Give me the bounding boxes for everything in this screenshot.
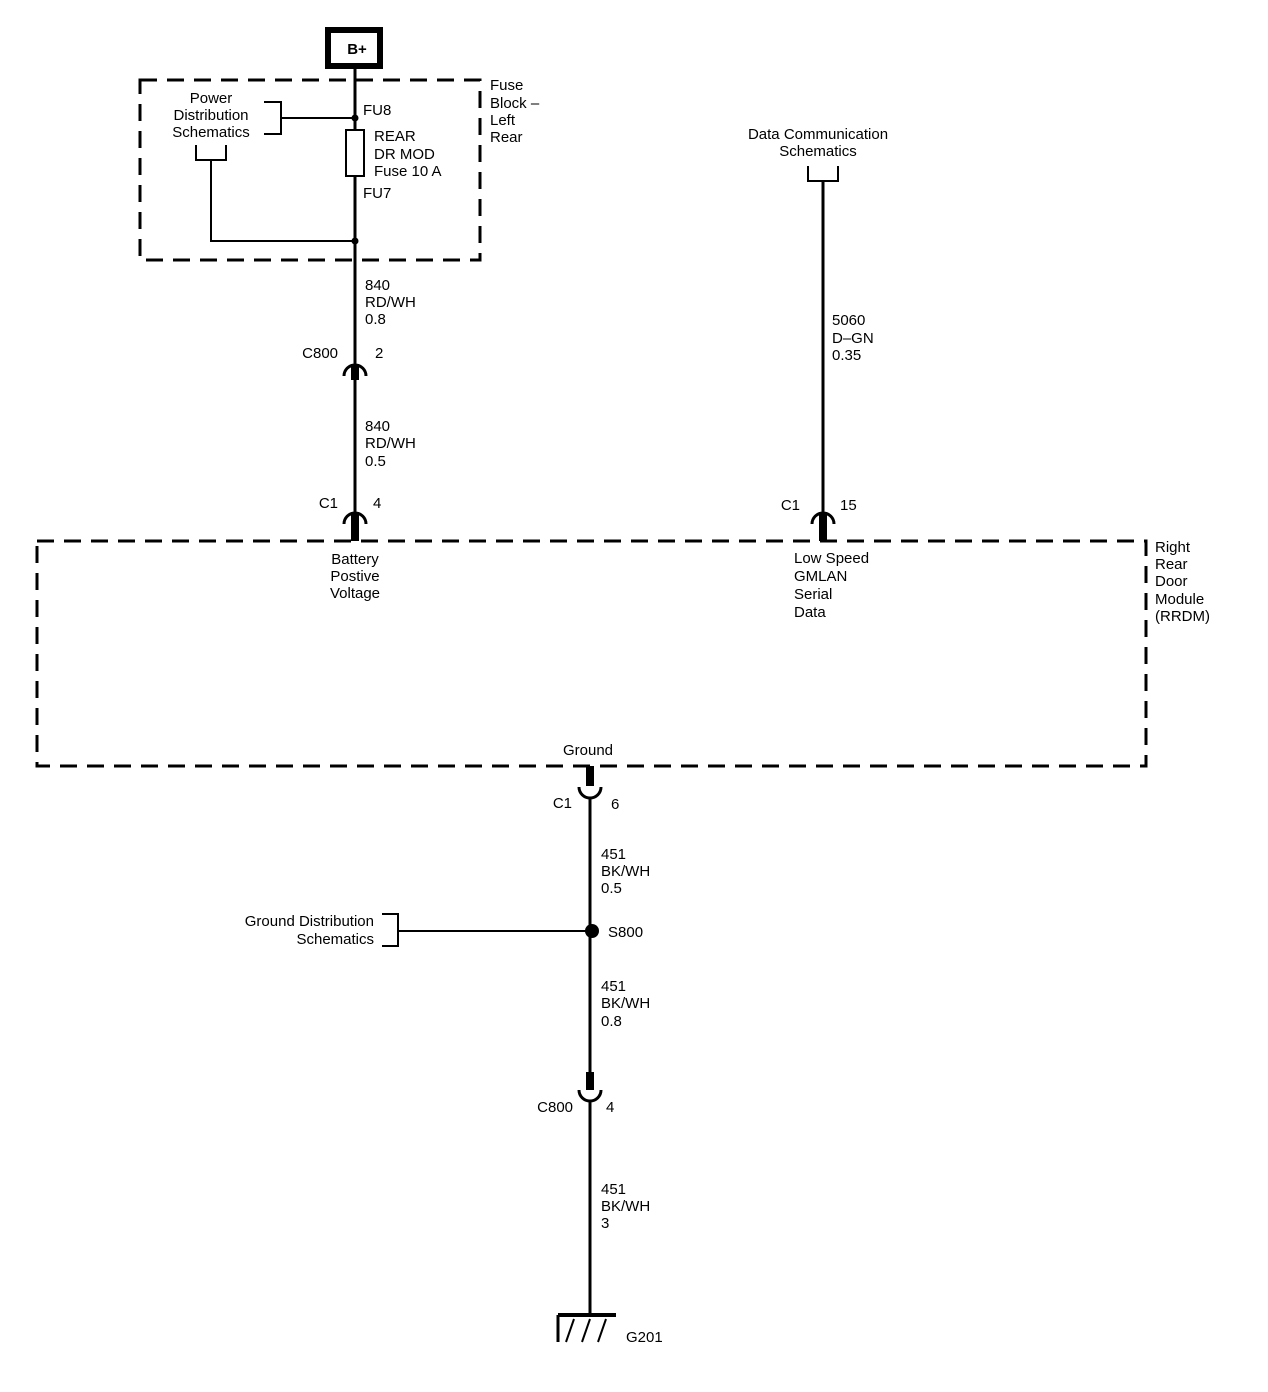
svg-text:Fuse: Fuse	[490, 77, 523, 94]
ground-symbol	[556, 1313, 616, 1343]
svg-text:0.8: 0.8	[601, 1013, 622, 1030]
svg-text:Module: Module	[1155, 591, 1204, 608]
svg-text:Serial: Serial	[794, 586, 832, 603]
svg-text:Rear: Rear	[490, 129, 523, 146]
svg-text:15: 15	[840, 497, 857, 514]
svg-text:C1: C1	[553, 795, 572, 812]
fuse-input-terminal: FU8	[363, 102, 391, 119]
wire-ground-2-label: 451 BK/WH 0.8	[601, 978, 650, 1030]
svg-text:Low Speed: Low Speed	[794, 550, 869, 567]
svg-text:451: 451	[601, 1181, 626, 1198]
svg-text:Block –: Block –	[490, 95, 540, 112]
power-distribution-bracket-right	[264, 101, 282, 135]
svg-text:D–GN: D–GN	[832, 330, 874, 347]
fuse-output-terminal: FU7	[363, 185, 391, 202]
wire-battery-upper-label: 840 RD/WH 0.8	[365, 277, 416, 328]
svg-text:Door: Door	[1155, 573, 1188, 590]
svg-text:DR MOD: DR MOD	[374, 146, 435, 163]
svg-text:C1: C1	[781, 497, 800, 514]
svg-text:Data: Data	[794, 604, 826, 621]
ground-distribution-bracket	[382, 913, 399, 947]
module-name: Right Rear Door Module (RRDM)	[1155, 539, 1210, 625]
svg-text:GMLAN: GMLAN	[794, 568, 847, 585]
svg-text:Fuse 10 A: Fuse 10 A	[374, 163, 442, 180]
svg-text:451: 451	[601, 978, 626, 995]
power-source-label: B+	[347, 41, 367, 58]
power-distribution-bracket-bottom	[195, 145, 227, 161]
svg-text:Rear: Rear	[1155, 556, 1188, 573]
fuse-block-outline	[138, 78, 482, 262]
svg-text:4: 4	[373, 495, 381, 512]
svg-text:0.8: 0.8	[365, 311, 386, 328]
svg-text:6: 6	[611, 796, 619, 813]
power-distribution-ref: Power Distribution Schematics	[172, 90, 250, 141]
svg-text:RD/WH: RD/WH	[365, 294, 416, 311]
svg-text:Power: Power	[190, 90, 233, 107]
svg-text:Distribution: Distribution	[173, 107, 248, 124]
svg-text:840: 840	[365, 418, 390, 435]
module-battery-pin-label: Battery Postive Voltage	[330, 551, 380, 602]
power-source: B+	[325, 27, 383, 69]
svg-text:BK/WH: BK/WH	[601, 863, 650, 880]
connector-c1-gmlan: C1 15	[781, 497, 857, 541]
module-ground-pin-label: Ground	[563, 742, 613, 759]
svg-text:Voltage: Voltage	[330, 585, 380, 602]
svg-text:Schematics: Schematics	[172, 124, 250, 141]
wire-ground-3-label: 451 BK/WH 3	[601, 1181, 650, 1232]
svg-text:BK/WH: BK/WH	[601, 1198, 650, 1215]
data-comm-bracket	[807, 166, 839, 182]
svg-text:451: 451	[601, 846, 626, 863]
svg-text:0.35: 0.35	[832, 347, 861, 364]
svg-text:Left: Left	[490, 112, 516, 129]
svg-text:840: 840	[365, 277, 390, 294]
ground-point-name: G201	[626, 1329, 663, 1346]
module-gmlan-pin-label: Low Speed GMLAN Serial Data	[794, 550, 869, 621]
svg-text:0.5: 0.5	[365, 453, 386, 470]
wire-pd-to-fu7	[210, 160, 355, 242]
svg-text:Data Communication: Data Communication	[748, 126, 888, 143]
svg-text:Schematics: Schematics	[779, 143, 857, 160]
svg-text:C1: C1	[319, 495, 338, 512]
svg-text:Schematics: Schematics	[296, 931, 374, 948]
svg-text:0.5: 0.5	[601, 880, 622, 897]
svg-text:Postive: Postive	[330, 568, 379, 585]
wire-gmlan-label: 5060 D–GN 0.35	[832, 312, 874, 364]
svg-text:C800: C800	[537, 1099, 573, 1116]
fuse-symbol	[345, 129, 365, 177]
fuse-label: REAR DR MOD Fuse 10 A	[374, 128, 442, 180]
svg-text:2: 2	[375, 345, 383, 362]
splice-name: S800	[608, 924, 643, 941]
svg-text:REAR: REAR	[374, 128, 416, 145]
svg-text:5060: 5060	[832, 312, 865, 329]
svg-text:Ground Distribution: Ground Distribution	[245, 913, 374, 930]
svg-text:3: 3	[601, 1215, 609, 1232]
connector-c800-ground: C800 4	[537, 1072, 614, 1116]
svg-text:C800: C800	[302, 345, 338, 362]
fuse-block-name: Fuse Block – Left Rear	[490, 77, 540, 146]
ground-distribution-ref: Ground Distribution Schematics	[245, 913, 374, 948]
connector-c1-battery: C1 4	[319, 495, 381, 541]
wire-ground-1-label: 451 BK/WH 0.5	[601, 846, 650, 897]
data-comm-ref: Data Communication Schematics	[748, 126, 888, 160]
svg-text:4: 4	[606, 1099, 614, 1116]
connector-c1-ground: C1 6	[553, 766, 619, 813]
wire-battery-lower-label: 840 RD/WH 0.5	[365, 418, 416, 470]
svg-text:BK/WH: BK/WH	[601, 995, 650, 1012]
svg-text:Right: Right	[1155, 539, 1191, 556]
connector-c800-battery: C800 2	[302, 345, 383, 380]
svg-text:(RRDM): (RRDM)	[1155, 608, 1210, 625]
module-outline	[35, 539, 1148, 768]
svg-text:RD/WH: RD/WH	[365, 435, 416, 452]
svg-text:Battery: Battery	[331, 551, 379, 568]
